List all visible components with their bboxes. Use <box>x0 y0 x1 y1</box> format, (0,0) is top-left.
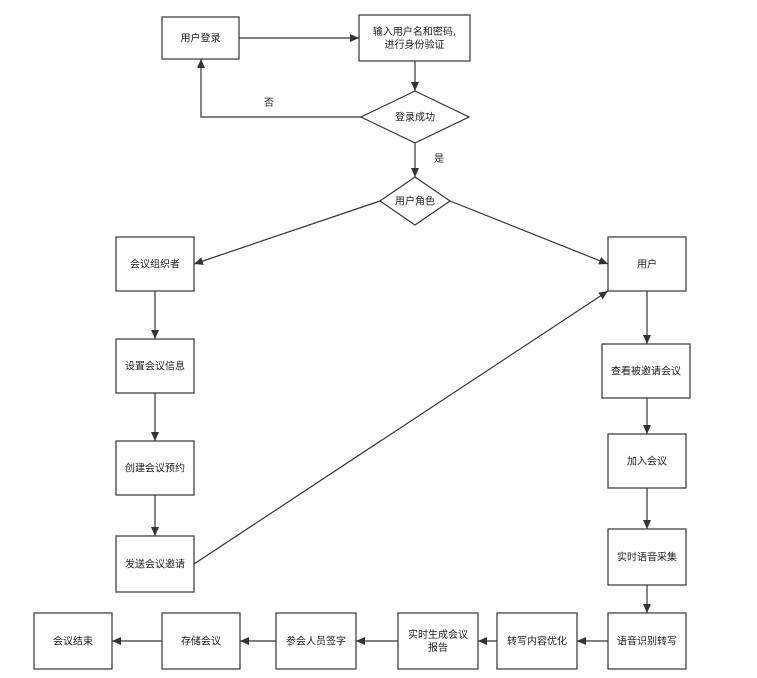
edge-label-success-to-role: 是 <box>434 153 444 165</box>
node-invite-box <box>115 535 195 593</box>
node-role: 用户角色 <box>378 176 452 226</box>
node-user-box <box>607 236 687 292</box>
node-optimize-box <box>496 612 578 670</box>
node-end-label: 会议结束 <box>53 635 93 648</box>
edge-role-to-organizer <box>193 200 381 265</box>
node-store-box <box>161 612 241 670</box>
node-asr-box <box>607 612 687 670</box>
nodes-layer: 用户登录输入用户名和密码,进行身份验证登录成功用户角色会议组织者设置会议信息创建… <box>33 14 691 670</box>
node-input: 输入用户名和密码,进行身份验证 <box>358 14 471 62</box>
node-input-box <box>358 14 471 62</box>
node-setinfo: 设置会议信息 <box>115 338 195 394</box>
node-login-label: 用户登录 <box>181 32 221 45</box>
node-asr: 语音识别转写 <box>607 612 687 670</box>
node-input-label: 进行身份验证 <box>385 38 445 51</box>
node-join-box <box>607 433 687 489</box>
node-login: 用户登录 <box>161 16 240 60</box>
node-store-label: 存储会议 <box>181 635 221 648</box>
node-input-label: 输入用户名和密码, <box>373 25 456 38</box>
node-login-box <box>161 16 240 60</box>
node-optimize: 转写内容优化 <box>496 612 578 670</box>
node-sign: 参会人员签字 <box>275 612 357 670</box>
node-role-label: 用户角色 <box>395 195 435 208</box>
node-view: 查看被邀请会议 <box>601 343 691 399</box>
node-join: 加入会议 <box>607 433 687 489</box>
node-capture-box <box>607 528 687 586</box>
node-user: 用户 <box>607 236 687 292</box>
node-asr-label: 语音识别转写 <box>617 635 677 648</box>
node-report-box <box>397 612 479 670</box>
edge-success-to-login <box>197 59 361 118</box>
node-report-label: 实时生成会议 <box>408 628 468 641</box>
node-invite-label: 发送会议邀请 <box>125 558 185 571</box>
node-setinfo-label: 设置会议信息 <box>125 360 185 373</box>
node-view-label: 查看被邀请会议 <box>611 365 681 378</box>
node-setinfo-box <box>115 338 195 394</box>
edges-layer: 否是 <box>112 34 651 645</box>
node-reserve: 创建会议预约 <box>115 440 195 496</box>
node-success-diamond <box>359 90 471 144</box>
node-optimize-label: 转写内容优化 <box>507 635 567 648</box>
node-store: 存储会议 <box>161 612 241 670</box>
node-user-label: 用户 <box>637 258 657 271</box>
node-organizer-label: 会议组织者 <box>130 258 180 271</box>
node-organizer: 会议组织者 <box>115 236 195 292</box>
edge-role-to-user <box>449 200 609 265</box>
node-view-box <box>601 343 691 399</box>
node-success: 登录成功 <box>359 90 471 144</box>
edge-label-success-to-login: 否 <box>264 97 274 109</box>
node-end: 会议结束 <box>33 612 113 670</box>
node-capture-label: 实时语音采集 <box>617 551 677 564</box>
node-join-label: 加入会议 <box>627 455 667 468</box>
node-capture: 实时语音采集 <box>607 528 687 586</box>
node-invite: 发送会议邀请 <box>115 535 195 593</box>
node-report-label: 报告 <box>428 641 448 654</box>
node-role-diamond <box>378 176 452 226</box>
node-sign-box <box>275 612 357 670</box>
node-sign-label: 参会人员签字 <box>286 635 346 648</box>
node-end-box <box>33 612 113 670</box>
node-success-label: 登录成功 <box>395 111 435 124</box>
node-reserve-box <box>115 440 195 496</box>
node-organizer-box <box>115 236 195 292</box>
edge-invite-to-user <box>193 290 609 565</box>
node-reserve-label: 创建会议预约 <box>125 462 185 475</box>
